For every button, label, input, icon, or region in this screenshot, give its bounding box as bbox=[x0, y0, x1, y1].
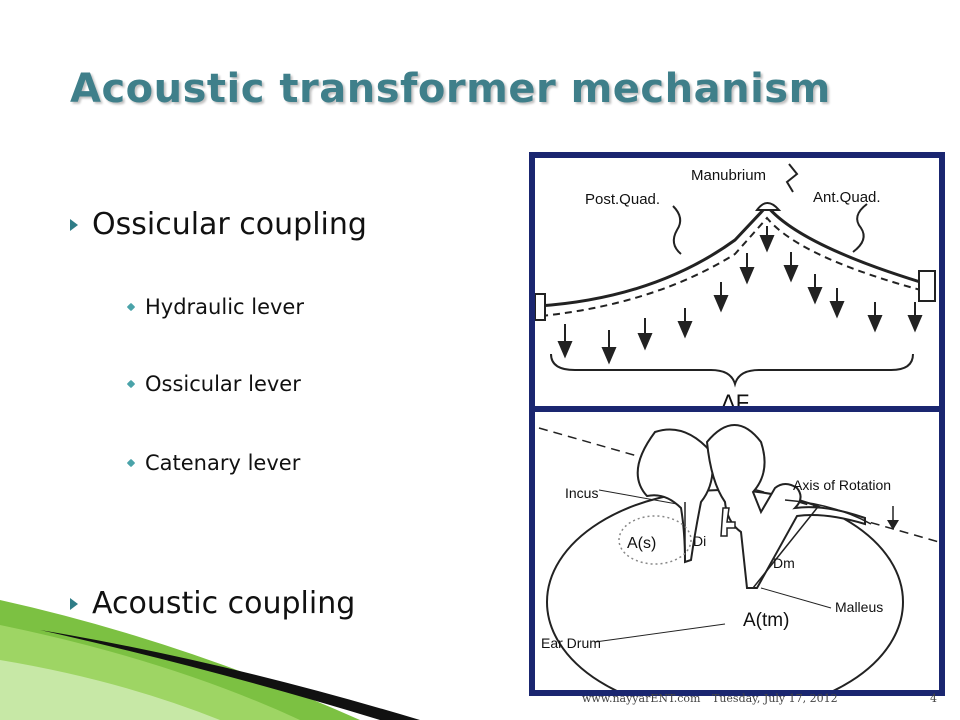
axis-of-rotation-label: Axis of Rotation bbox=[793, 477, 891, 493]
manubrium-pointer bbox=[785, 163, 799, 193]
bullet-ossicular-coupling: Ossicular coupling bbox=[70, 207, 367, 242]
footer-page-number: 4 bbox=[930, 692, 937, 705]
incus-label: Incus bbox=[565, 485, 598, 501]
bullet-acoustic-coupling: Acoustic coupling bbox=[70, 586, 355, 621]
left-anchor-box bbox=[535, 293, 546, 321]
manubrium-cap bbox=[755, 202, 782, 211]
malleus-pointer bbox=[760, 587, 832, 609]
bullet-text: Hydraulic lever bbox=[145, 295, 304, 319]
delta-f-label: ΔF bbox=[721, 390, 749, 410]
bullet-text: Ossicular coupling bbox=[92, 207, 367, 242]
axis-arrow-head bbox=[887, 520, 899, 530]
bullet-catenary-lever: Catenary lever bbox=[128, 451, 300, 475]
bullet-arrow-icon bbox=[70, 597, 78, 610]
manubrium-label: Manubrium bbox=[691, 167, 766, 184]
eardrum-area-label: A(tm) bbox=[743, 610, 789, 631]
slide-title: Acoustic transformer mechanism bbox=[70, 66, 831, 112]
malleus-shape bbox=[705, 424, 866, 589]
ear-drum-label: Ear Drum bbox=[541, 635, 601, 651]
stapes-area-label: A(s) bbox=[627, 535, 656, 552]
bullet-diamond-icon bbox=[128, 460, 134, 466]
axis-of-rotation-line bbox=[538, 427, 939, 543]
bullet-list: Ossicular coupling Hydraulic lever Ossic… bbox=[0, 0, 520, 720]
incus-pointer bbox=[598, 489, 678, 505]
bullet-diamond-icon bbox=[128, 381, 134, 387]
bullet-text: Acoustic coupling bbox=[92, 586, 356, 621]
malleus-arm-label: Dm bbox=[773, 555, 795, 571]
force-arrows bbox=[557, 226, 923, 365]
displaced-membrane-line bbox=[540, 216, 929, 317]
catenary-diagram-drawing: Manubrium Post.Quad. Ant.Quad. ΔF bbox=[535, 163, 936, 410]
bullet-ossicular-lever: Ossicular lever bbox=[128, 372, 301, 396]
catenary-lever-diagram: Manubrium Post.Quad. Ant.Quad. ΔF bbox=[529, 152, 945, 416]
malleus-label: Malleus bbox=[835, 599, 883, 615]
bullet-hydraulic-lever: Hydraulic lever bbox=[128, 295, 304, 319]
bullet-text: Ossicular lever bbox=[145, 372, 301, 396]
stapes-area-circle bbox=[618, 515, 692, 565]
ossicular-lever-diagram: Incus Axis of Rotation A(s) Di Dm Malleu… bbox=[529, 406, 945, 696]
post-quad-label: Post.Quad. bbox=[585, 191, 660, 208]
footer-date: Tuesday, July 17, 2012 bbox=[712, 692, 838, 705]
right-anchor-box bbox=[918, 270, 936, 302]
ant-quad-pointer bbox=[852, 203, 868, 253]
post-quad-pointer bbox=[672, 205, 682, 255]
ant-quad-label: Ant.Quad. bbox=[813, 189, 881, 206]
footer-website: www.nayyarENT.com bbox=[582, 692, 701, 705]
malleus-arm-line bbox=[752, 507, 818, 589]
membrane-line bbox=[538, 203, 931, 308]
ossicular-diagram-drawing: Incus Axis of Rotation A(s) Di Dm Malleu… bbox=[538, 424, 939, 690]
bullet-arrow-icon bbox=[70, 218, 78, 231]
malleus-process bbox=[720, 507, 736, 537]
span-brace bbox=[550, 353, 914, 388]
bullet-diamond-icon bbox=[128, 304, 134, 310]
bullet-text: Catenary lever bbox=[145, 451, 301, 475]
ligament-line bbox=[784, 499, 872, 525]
eardrum-pointer bbox=[594, 623, 726, 643]
incus-arm-label: Di bbox=[693, 533, 706, 549]
